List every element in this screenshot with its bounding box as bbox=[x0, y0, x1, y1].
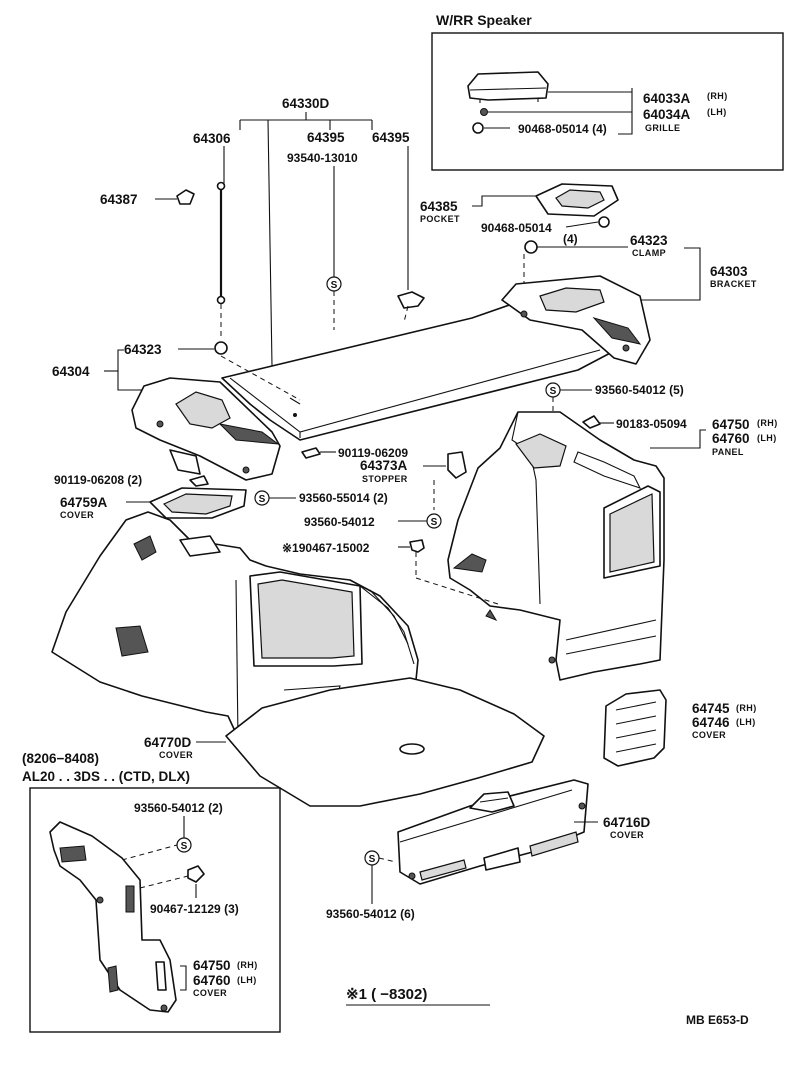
clip-90467 bbox=[187, 865, 205, 883]
label-stopper: STOPPER bbox=[362, 474, 408, 484]
label-cover-b: COVER bbox=[159, 750, 193, 760]
clamp-64323-right bbox=[524, 240, 538, 254]
pocket-part bbox=[535, 183, 619, 228]
label-90468-05014-4: 90468-05014 (4) bbox=[518, 122, 607, 136]
label-64373A: 64373A bbox=[360, 458, 408, 473]
label-cover-a: COVER bbox=[60, 510, 94, 520]
label-64385: 64385 bbox=[420, 199, 458, 214]
label-64745: 64745 bbox=[692, 701, 730, 716]
screw-symbol: S bbox=[181, 841, 188, 852]
clamp-64323-left bbox=[214, 341, 228, 355]
screw-symbol: S bbox=[550, 386, 557, 397]
label-64750: 64750 bbox=[712, 417, 750, 432]
label-64760-inset: 64760 bbox=[193, 973, 231, 988]
speaker-inset-box bbox=[431, 32, 784, 171]
stopper-64373A bbox=[447, 451, 467, 479]
label-90467-12129-3: 90467-12129 (3) bbox=[150, 902, 239, 916]
clip-90119-06208 bbox=[189, 475, 209, 487]
screw-symbol: S bbox=[431, 517, 438, 528]
diagram-code: MB E653-D bbox=[686, 1013, 749, 1027]
screw-symbol: S bbox=[331, 280, 338, 291]
footnote: ※1 ( −8302) bbox=[346, 986, 427, 1003]
label-64323-b: 64323 bbox=[124, 342, 162, 357]
variant-inset-box bbox=[29, 787, 281, 1033]
label-bracket: BRACKET bbox=[710, 279, 757, 289]
label-pocket: POCKET bbox=[420, 214, 460, 224]
label-cover-c: COVER bbox=[692, 730, 726, 740]
label-64034A-side: (LH) bbox=[707, 107, 727, 117]
label-93560-54012-5: 93560-54012 (5) bbox=[595, 383, 684, 397]
label-190467-15002: ※190467-15002 bbox=[282, 541, 370, 555]
label-64745-side: (RH) bbox=[736, 703, 757, 713]
label-90468-qty: (4) bbox=[563, 232, 578, 246]
label-64395-b: 64395 bbox=[372, 130, 410, 145]
label-64716D: 64716D bbox=[603, 815, 651, 830]
label-64034A: 64034A bbox=[643, 107, 691, 122]
label-64760-side: (LH) bbox=[757, 433, 777, 443]
hook-clip-64395 bbox=[397, 291, 425, 309]
cover-64759A-part bbox=[149, 487, 247, 519]
label-64750-inset: 64750 bbox=[193, 958, 231, 973]
label-64760: 64760 bbox=[712, 431, 750, 446]
label-panel: PANEL bbox=[712, 447, 744, 457]
label-93560-54012-6: 93560-54012 (6) bbox=[326, 907, 415, 921]
label-64395-a: 64395 bbox=[307, 130, 345, 145]
support-rod-part bbox=[216, 181, 226, 305]
label-64304: 64304 bbox=[52, 364, 90, 379]
label-64306: 64306 bbox=[193, 131, 231, 146]
clip-64387 bbox=[176, 189, 195, 205]
label-64759A: 64759A bbox=[60, 495, 108, 510]
label-90468-05014: 90468-05014 bbox=[481, 221, 552, 235]
label-93540-13010: 93540-13010 bbox=[287, 151, 358, 165]
cover-64750-inset-part bbox=[49, 821, 177, 1013]
label-64746-side: (LH) bbox=[736, 717, 756, 727]
floor-mat-part bbox=[225, 677, 545, 807]
screw-icon bbox=[426, 513, 442, 529]
label-64033A: 64033A bbox=[643, 91, 691, 106]
label-64387: 64387 bbox=[100, 192, 138, 207]
sill-cover-64716D-part bbox=[397, 779, 589, 885]
label-64770D: 64770D bbox=[144, 735, 192, 750]
right-side-panel-part bbox=[447, 411, 665, 681]
bracket-64303-part bbox=[501, 275, 651, 365]
label-93560-54012-mid: 93560-54012 bbox=[304, 515, 375, 529]
clip-90119-06209 bbox=[301, 447, 321, 459]
label-93560-54012-2: 93560-54012 (2) bbox=[134, 801, 223, 815]
label-64033A-side: (RH) bbox=[707, 91, 728, 101]
label-cover-d: COVER bbox=[193, 988, 227, 998]
clip-190467 bbox=[409, 539, 425, 553]
label-64330D: 64330D bbox=[282, 96, 330, 111]
label-64323-a: 64323 bbox=[630, 233, 668, 248]
label-clamp: CLAMP bbox=[632, 248, 666, 258]
label-64746: 64746 bbox=[692, 715, 730, 730]
screw-symbol: S bbox=[369, 854, 376, 865]
label-64760-inset-side: (LH) bbox=[237, 975, 257, 985]
package-tray-part bbox=[221, 301, 617, 441]
label-90183-05094: 90183-05094 bbox=[616, 417, 687, 431]
label-cover-e: COVER bbox=[610, 830, 644, 840]
speaker-inset-title: W/RR Speaker bbox=[436, 12, 532, 28]
label-90119-06208-2: 90119-06208 (2) bbox=[54, 473, 142, 487]
screw-symbol: S bbox=[259, 494, 266, 505]
speaker-grille-part bbox=[467, 71, 549, 134]
clip-90183 bbox=[582, 415, 601, 429]
label-93560-55014-2: 93560-55014 (2) bbox=[299, 491, 388, 505]
variant-heading: (8206−8408) bbox=[22, 751, 99, 766]
variant-models: AL20 . . 3DS . . (CTD, DLX) bbox=[22, 769, 190, 784]
label-64750-inset-side: (RH) bbox=[237, 960, 258, 970]
cover-64745-part bbox=[603, 689, 667, 767]
label-90119-06209: 90119-06209 bbox=[338, 446, 408, 460]
bracket-64304-part bbox=[131, 377, 281, 481]
label-64303: 64303 bbox=[710, 264, 748, 279]
label-grille: GRILLE bbox=[645, 123, 680, 133]
left-side-trim-part bbox=[51, 511, 419, 749]
label-64750-side: (RH) bbox=[757, 418, 778, 428]
